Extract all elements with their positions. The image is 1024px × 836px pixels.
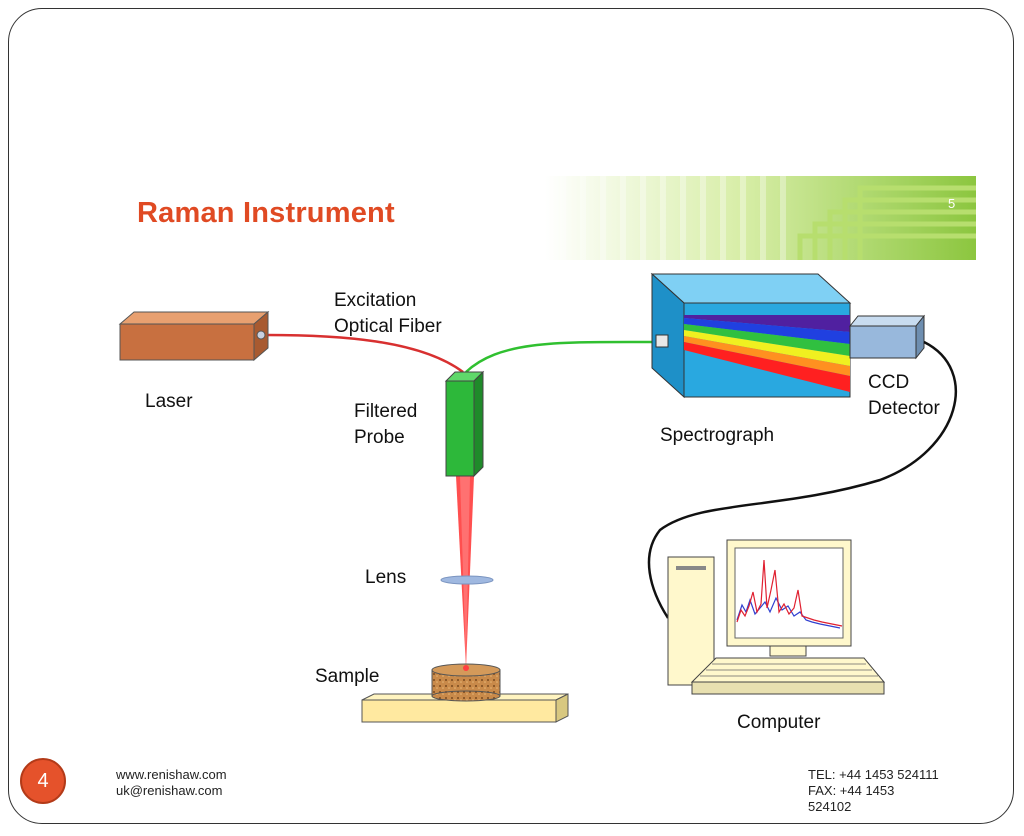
footer-contact-right: TEL: +44 1453 524111 FAX: +44 1453 52410…: [808, 767, 983, 811]
footer-email: uk@renishaw.com: [116, 783, 223, 798]
lens: [440, 575, 494, 585]
ccd-detector: [848, 314, 926, 360]
sample-disk: [431, 663, 501, 702]
probe-label: Filtered Probe: [354, 401, 418, 448]
spectrograph-box: [650, 272, 852, 399]
spectrum-plot-red: [736, 559, 843, 627]
ccd-label: CCD Detector: [868, 372, 940, 419]
spectrum-plot-blue: [736, 596, 841, 629]
footer-fax: FAX: +44 1453 524102: [808, 783, 895, 811]
footer-website: www.renishaw.com: [116, 767, 227, 782]
spectrograph-label: Spectrograph: [660, 425, 775, 446]
computer-label: Computer: [737, 712, 821, 733]
filtered-probe: [444, 370, 485, 478]
computer-icon: [667, 539, 886, 695]
excitation-fiber: [265, 333, 464, 374]
lens-label: Lens: [365, 567, 407, 588]
data-cable: [647, 340, 958, 619]
laser-label: Laser: [145, 391, 193, 412]
slide-title: Raman Instrument: [137, 197, 395, 229]
collection-fiber: [465, 340, 653, 373]
laser-box: [118, 310, 270, 362]
fiber-label: Excitation Optical Fiber: [334, 290, 442, 337]
header-banner: [545, 176, 976, 260]
page-number: 4: [37, 769, 49, 792]
footer-contact-left: www.renishaw.com uk@renishaw.com: [116, 767, 227, 799]
sample-label: Sample: [315, 666, 380, 687]
footer-tel: TEL: +44 1453 524111: [808, 767, 939, 782]
laser-beam: [456, 476, 474, 668]
page-number-badge: 4: [20, 758, 66, 804]
inner-slide-number: 5: [948, 196, 956, 211]
spectrum-rainbow: [684, 315, 850, 392]
